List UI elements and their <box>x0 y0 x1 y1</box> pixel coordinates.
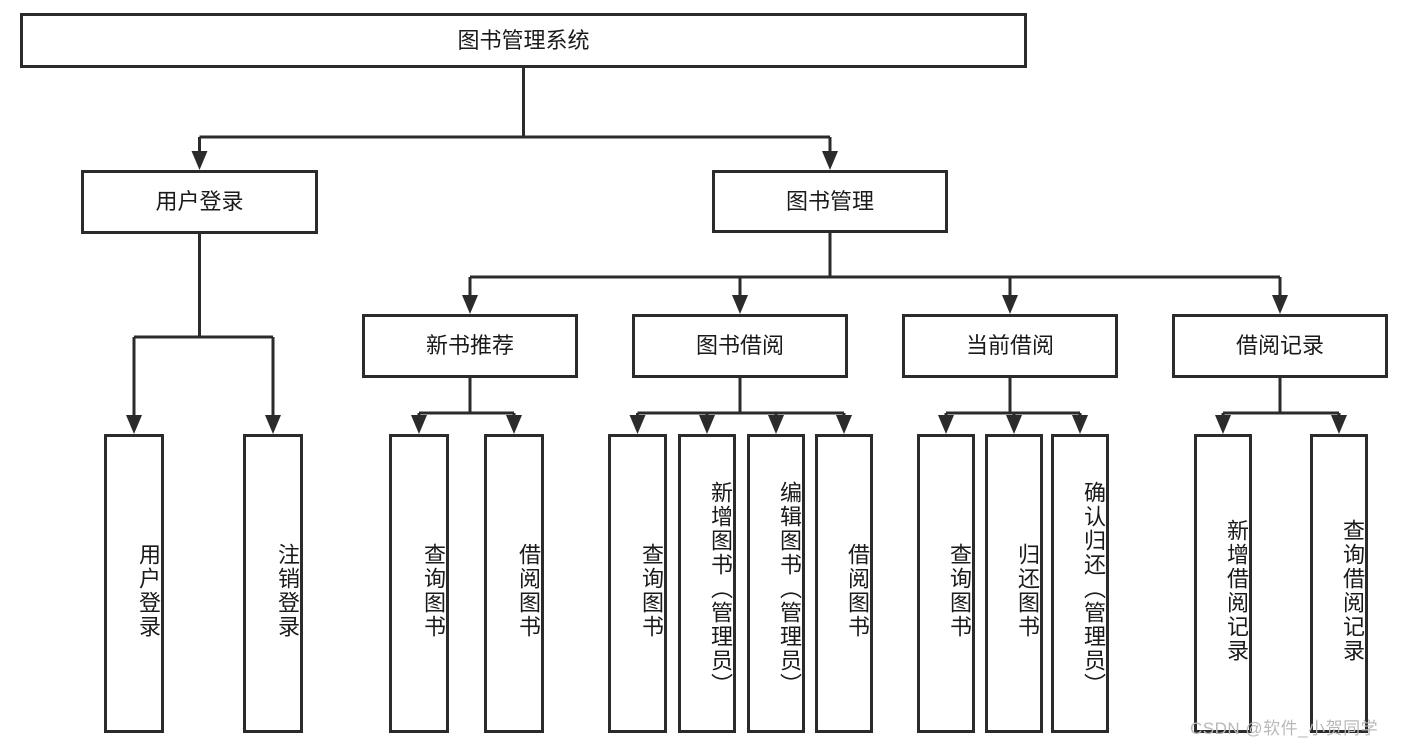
node-new-book-recommend[interactable]: 新书推荐 <box>362 314 578 378</box>
node-book-manage[interactable]: 图书管理 <box>712 170 948 233</box>
node-leaf-query-record[interactable]: 查询借阅记录 <box>1310 434 1368 733</box>
node-root[interactable]: 图书管理系统 <box>20 13 1027 68</box>
node-leaf-query-book-1[interactable]: 查询图书 <box>389 434 449 733</box>
node-leaf-return-book[interactable]: 归还图书 <box>985 434 1043 733</box>
node-leaf-query-book-2[interactable]: 查询图书 <box>608 434 667 733</box>
node-leaf-user-logout[interactable]: 注销登录 <box>243 434 303 733</box>
node-leaf-query-book-3[interactable]: 查询图书 <box>917 434 975 733</box>
node-leaf-confirm-return[interactable]: 确认归还（管理员） <box>1051 434 1109 733</box>
node-leaf-add-record[interactable]: 新增借阅记录 <box>1194 434 1252 733</box>
node-book-borrow[interactable]: 图书借阅 <box>632 314 848 378</box>
node-current-borrow[interactable]: 当前借阅 <box>902 314 1118 378</box>
watermark-text: CSDN @软件_小贺同学 <box>1190 719 1379 738</box>
node-borrow-record[interactable]: 借阅记录 <box>1172 314 1388 378</box>
node-leaf-user-login[interactable]: 用户登录 <box>104 434 164 733</box>
node-leaf-borrow-book-1[interactable]: 借阅图书 <box>484 434 544 733</box>
node-leaf-add-book[interactable]: 新增图书（管理员） <box>678 434 736 733</box>
node-user-login[interactable]: 用户登录 <box>81 170 318 234</box>
node-leaf-edit-book[interactable]: 编辑图书（管理员） <box>747 434 805 733</box>
node-leaf-borrow-book-2[interactable]: 借阅图书 <box>815 434 873 733</box>
